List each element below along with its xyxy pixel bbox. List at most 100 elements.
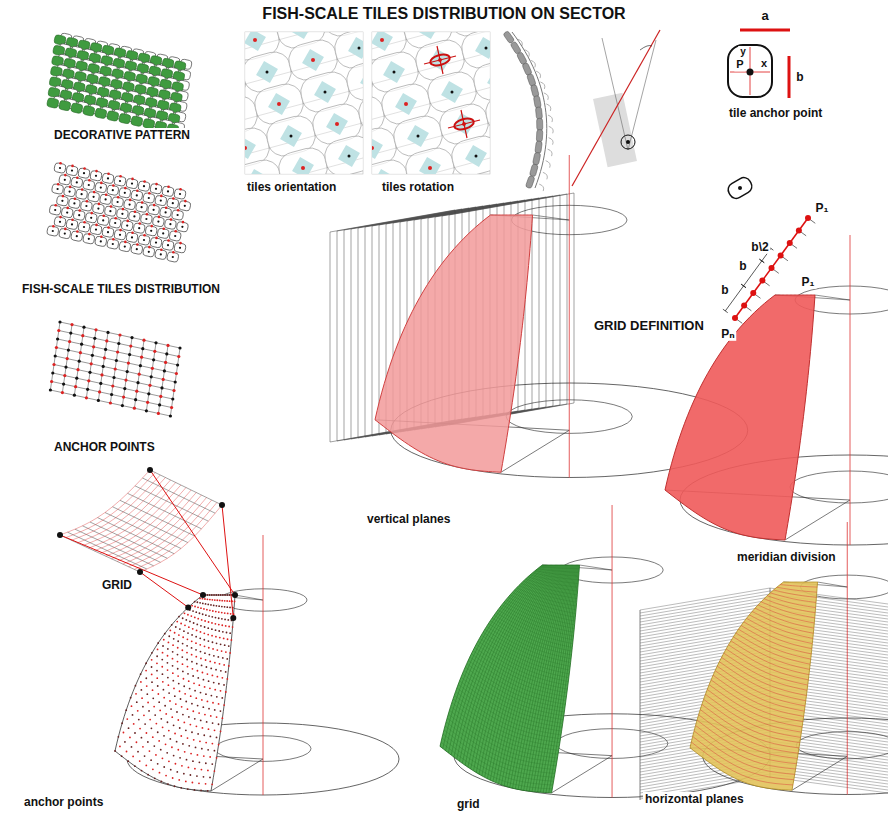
radius-line bbox=[533, 215, 570, 220]
point-dot bbox=[220, 730, 222, 732]
point-dot bbox=[207, 790, 209, 792]
grid-line bbox=[54, 365, 174, 391]
tile-hook bbox=[548, 115, 553, 122]
point-dot bbox=[216, 642, 218, 644]
grid-line bbox=[445, 726, 555, 774]
point-dot bbox=[78, 209, 81, 212]
caption-label: Pₙ bbox=[719, 327, 736, 341]
scale-tile bbox=[118, 241, 131, 252]
point-dot bbox=[180, 623, 182, 625]
point-dot bbox=[207, 598, 209, 600]
tile-diamond bbox=[314, 81, 336, 103]
point-dot bbox=[232, 592, 238, 598]
point-dot bbox=[187, 788, 189, 790]
sector-surface bbox=[440, 565, 580, 793]
point-dot bbox=[177, 749, 179, 751]
point-dot bbox=[107, 231, 109, 233]
scale-tile bbox=[138, 181, 151, 192]
point-dot bbox=[151, 674, 153, 676]
section-line bbox=[774, 590, 817, 597]
tile-section bbox=[529, 164, 538, 177]
point-dot bbox=[201, 665, 203, 667]
point-dot bbox=[147, 392, 150, 395]
point-dot bbox=[174, 380, 177, 383]
tile-hook bbox=[549, 138, 554, 145]
scale-tile bbox=[147, 204, 160, 215]
point-dot bbox=[178, 683, 180, 685]
point-dot bbox=[163, 766, 165, 768]
section-line bbox=[696, 725, 796, 769]
point-dot bbox=[71, 218, 74, 221]
point-dot bbox=[164, 361, 167, 364]
tile-section bbox=[532, 152, 540, 165]
point-dot bbox=[194, 601, 196, 603]
point-dot bbox=[196, 630, 198, 632]
grid-line bbox=[512, 592, 575, 613]
leader-line bbox=[140, 572, 188, 607]
point-dot bbox=[151, 681, 153, 683]
point-dot bbox=[199, 740, 201, 742]
point-dot bbox=[216, 649, 218, 651]
point-dot bbox=[172, 672, 174, 674]
point-dot bbox=[205, 762, 207, 764]
caption-label: y bbox=[738, 46, 748, 58]
point-dot bbox=[146, 693, 148, 695]
point-dot bbox=[225, 651, 227, 653]
grid-line bbox=[478, 641, 569, 681]
point-dot bbox=[165, 775, 167, 777]
scale-tile bbox=[133, 223, 146, 234]
point-dot bbox=[190, 615, 192, 617]
point-dot bbox=[174, 230, 177, 233]
point-dot bbox=[210, 695, 212, 697]
point-dot bbox=[151, 727, 153, 729]
point-dot bbox=[311, 58, 315, 62]
point-dot bbox=[57, 532, 63, 538]
fish-panel bbox=[46, 162, 191, 263]
point-dot bbox=[177, 214, 179, 216]
point-dot bbox=[204, 686, 206, 688]
line bbox=[628, 40, 656, 150]
point-dot bbox=[76, 230, 79, 233]
section-line bbox=[736, 633, 810, 664]
point-dot bbox=[90, 362, 93, 365]
point-dot bbox=[218, 683, 220, 685]
point-dot bbox=[208, 708, 210, 710]
scale-tile bbox=[106, 110, 119, 121]
radius-line bbox=[580, 565, 613, 570]
point-dot bbox=[145, 218, 147, 220]
point-dot bbox=[203, 679, 205, 681]
point-dot bbox=[165, 743, 167, 745]
dimension-tick bbox=[741, 284, 746, 288]
point-dot bbox=[199, 602, 201, 604]
point-dot bbox=[143, 234, 146, 237]
point-dot bbox=[124, 741, 126, 743]
point-dot bbox=[135, 390, 138, 393]
scale-tile bbox=[85, 212, 98, 223]
point-dot bbox=[167, 185, 170, 188]
point-dot bbox=[130, 336, 133, 339]
point-dot bbox=[162, 232, 164, 234]
point-dot bbox=[98, 390, 101, 393]
point-dot bbox=[150, 225, 153, 228]
scale-tile bbox=[99, 194, 112, 205]
point-dot bbox=[102, 219, 104, 221]
point-dot bbox=[194, 768, 196, 770]
point-dot bbox=[172, 251, 175, 254]
point-dot bbox=[195, 636, 197, 638]
tile-hook bbox=[546, 104, 551, 111]
point-dot bbox=[218, 624, 220, 626]
point-dot bbox=[205, 742, 207, 744]
dimension-bar bbox=[788, 56, 791, 98]
tile-diamond bbox=[395, 93, 417, 115]
grid-line bbox=[454, 695, 560, 742]
point-dot bbox=[103, 356, 106, 359]
point-dot bbox=[213, 655, 215, 657]
grid-line bbox=[60, 470, 150, 535]
grid-line bbox=[458, 684, 561, 731]
point-dot bbox=[119, 175, 122, 178]
point-dot bbox=[208, 621, 210, 623]
point-dot bbox=[93, 196, 95, 198]
point-dot bbox=[188, 767, 190, 769]
point-dot bbox=[133, 407, 136, 410]
tile-hook bbox=[546, 161, 551, 168]
